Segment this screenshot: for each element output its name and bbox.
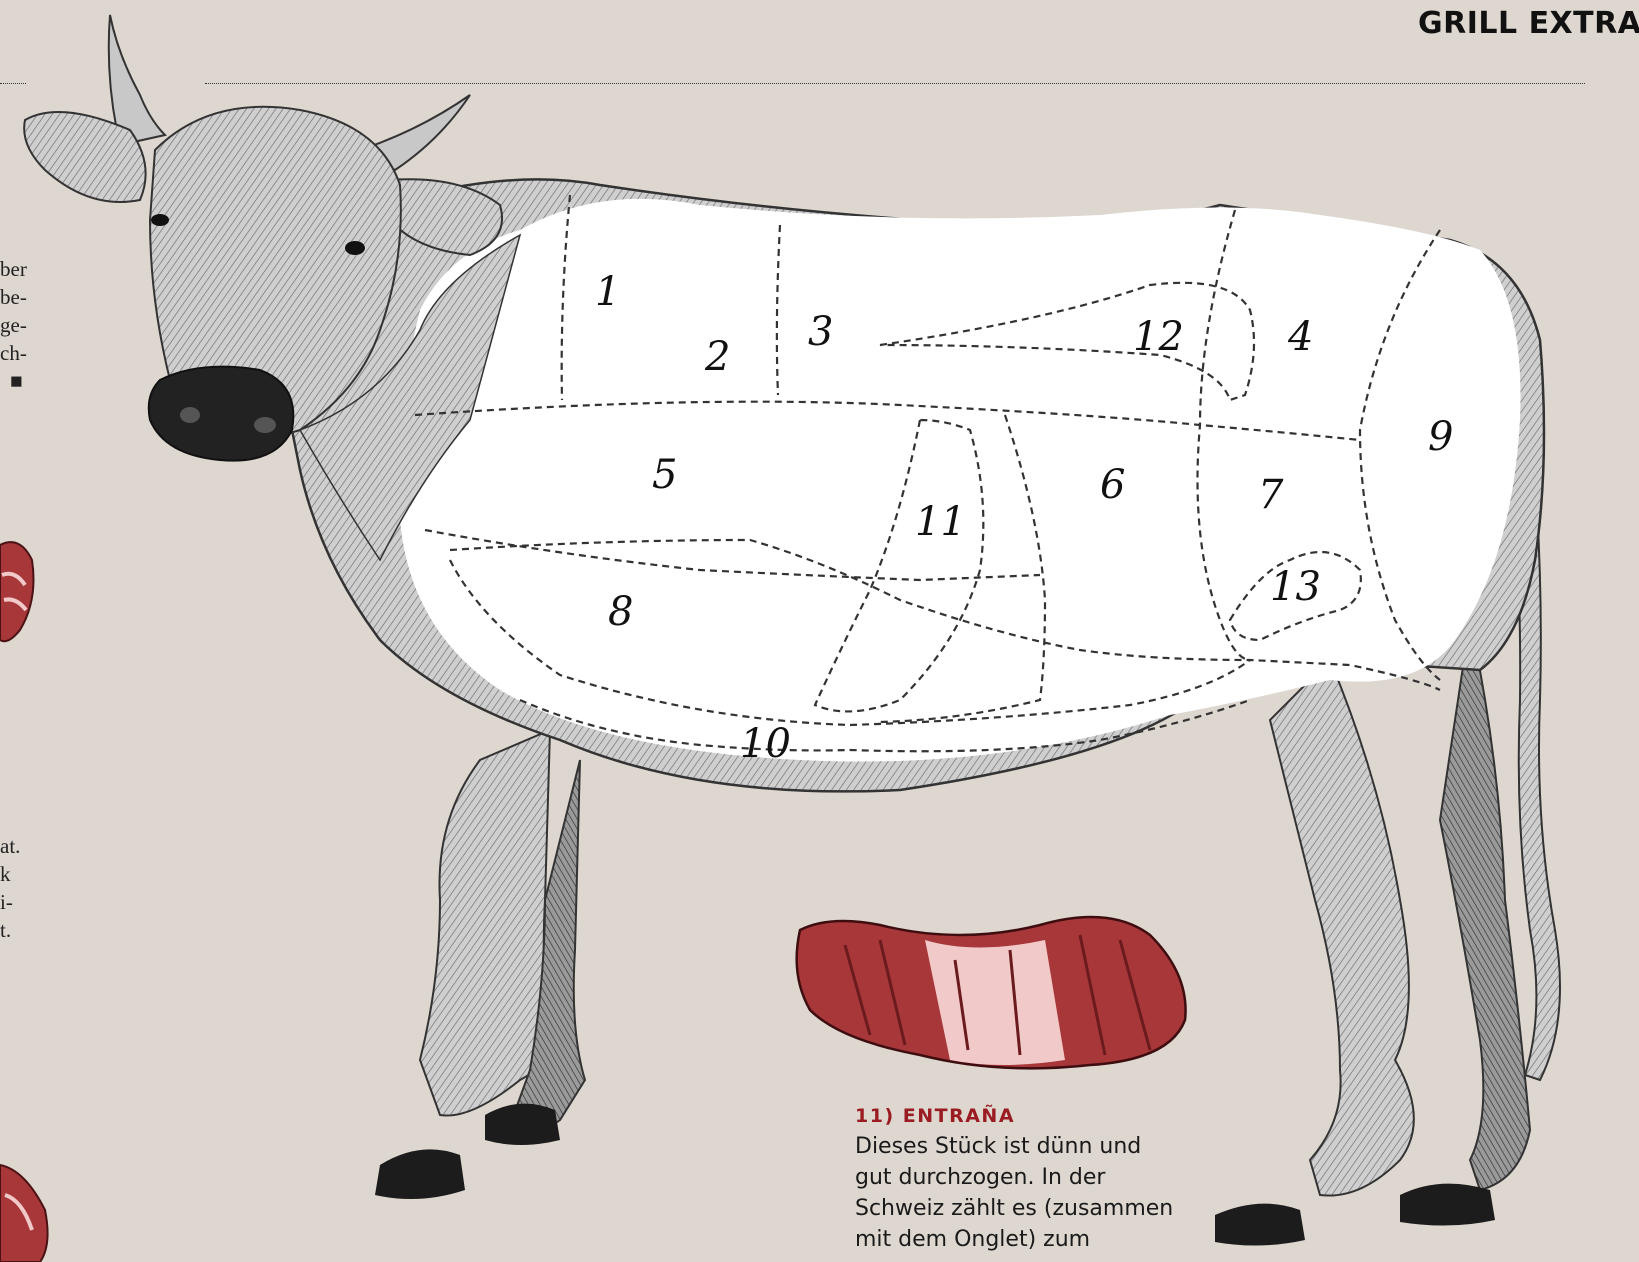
cut-description-body: Dieses Stück ist dünn und gut durchzogen… — [855, 1131, 1165, 1255]
cut-number-3: 3 — [808, 309, 833, 355]
caption-line: Schweiz zählt es (zusammen — [855, 1193, 1165, 1224]
entrana-meat-icon — [797, 917, 1186, 1068]
cut-number-11: 11 — [915, 499, 966, 545]
meat-slice-left-top-icon — [0, 542, 34, 641]
cut-number-8: 8 — [608, 589, 633, 635]
cut-number-6: 6 — [1100, 462, 1125, 508]
caption-line: Dieses Stück ist dünn und — [855, 1131, 1165, 1162]
caption-line: gut durchzogen. In der — [855, 1162, 1165, 1193]
cut-title: 11) ENTRAÑA — [855, 1105, 1165, 1127]
cut-number-10: 10 — [740, 721, 791, 767]
cut-description: 11) ENTRAÑA Dieses Stück ist dünn und gu… — [855, 1105, 1165, 1255]
cut-number-4: 4 — [1287, 314, 1313, 360]
meat-slice-left-bottom-icon — [0, 1165, 48, 1262]
cut-number-5: 5 — [652, 452, 677, 498]
cut-number-7: 7 — [1258, 472, 1284, 518]
caption-line: mit dem Onglet) zum — [855, 1224, 1165, 1255]
cut-number-13: 13 — [1270, 564, 1321, 610]
cut-number-9: 9 — [1428, 414, 1453, 460]
cut-number-1: 1 — [595, 269, 620, 315]
cut-number-12: 12 — [1133, 314, 1184, 360]
cut-number-2: 2 — [704, 334, 730, 380]
